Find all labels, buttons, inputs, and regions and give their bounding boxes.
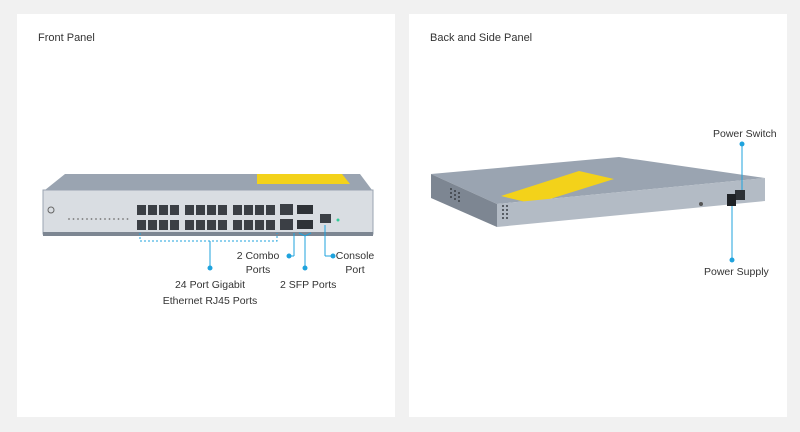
status-led: [72, 218, 75, 220]
console-callout-line1: Console: [335, 250, 375, 262]
rj45-bracket: [139, 233, 278, 242]
rj45-port: [185, 205, 194, 215]
sfp-callout: 2 SFP Ports: [280, 278, 336, 292]
rj45-port: [148, 205, 157, 215]
rj45-port: [185, 220, 194, 230]
front-switch-diagram: [42, 174, 374, 271]
rj45-port: [137, 205, 146, 215]
sfp-callout-line1: 2 SFP Ports: [280, 279, 337, 291]
power-switch-callout-line1: Power Switch: [713, 128, 777, 140]
combo-port-group: [280, 204, 293, 230]
rj45-port: [170, 220, 179, 230]
power-switch-callout: Power Switch: [713, 127, 777, 141]
combo-callout-dot: [286, 253, 292, 259]
led-row: [68, 218, 129, 220]
rj45-port: [196, 205, 205, 215]
combo-callout: 2 Combo Ports: [231, 249, 285, 277]
combo-callout-line2: Ports: [245, 264, 271, 276]
rj45-port: [244, 205, 253, 215]
rj45-port: [137, 220, 146, 230]
status-led: [77, 218, 79, 220]
rj45-port: [255, 220, 264, 230]
rj45-port: [244, 220, 253, 230]
rj45-port-group: [137, 205, 275, 230]
sfp-port: [297, 205, 313, 214]
power-led: [336, 218, 340, 222]
status-led: [104, 218, 106, 220]
sfp-port: [297, 220, 313, 229]
console-callout: Console Port: [332, 249, 378, 277]
front-panel-card: Front Panel: [17, 14, 395, 417]
rj45-port: [255, 205, 264, 215]
switch-back-face: [497, 178, 765, 227]
combo-callout-line1: 2 Combo: [236, 250, 280, 262]
status-led: [113, 218, 115, 220]
rj45-port: [218, 220, 227, 230]
side-vent-left: [450, 188, 460, 202]
status-led: [126, 218, 129, 220]
sfp-callout-dot: [302, 265, 308, 271]
switch-back-sticker: [501, 171, 614, 204]
rj45-port: [266, 220, 275, 230]
status-led: [108, 218, 111, 220]
console-callout-line2: Port: [345, 264, 365, 276]
switch-logo-icon: [47, 206, 55, 214]
rj45-port: [159, 205, 168, 215]
rj45-callout: 24 Port Gigabit Ethernet RJ45 Ports: [155, 278, 265, 308]
status-led: [86, 218, 88, 220]
switch-back-side: [431, 174, 497, 227]
sfp-port-group: [297, 205, 313, 229]
combo-port: [280, 219, 293, 230]
ground-screw-icon: [699, 202, 703, 206]
power-supply-callout-line1: Power Supply: [704, 266, 769, 278]
status-led: [81, 218, 84, 220]
status-led: [117, 218, 120, 220]
rj45-port: [266, 205, 275, 215]
rj45-port: [218, 205, 227, 215]
rj45-callout-line1: 24 Port Gigabit: [174, 279, 246, 291]
console-callout-dot: [330, 253, 336, 259]
power-switch: [735, 190, 745, 200]
rj45-callout-line2: Ethernet RJ45 Ports: [162, 295, 258, 307]
console-port: [320, 214, 331, 223]
rj45-port: [233, 220, 242, 230]
power-supply-callout-dot: [729, 257, 735, 263]
power-inlet: [727, 194, 736, 206]
front-panel-title: Front Panel: [38, 32, 95, 44]
status-led: [90, 218, 93, 220]
rj45-port: [170, 205, 179, 215]
rj45-port: [196, 220, 205, 230]
back-panel-card: Back and Side Panel Power Swit: [409, 14, 787, 417]
rj45-port: [159, 220, 168, 230]
rj45-callout-dot: [207, 265, 213, 271]
back-switch-diagram: [431, 141, 765, 263]
rj45-port: [148, 220, 157, 230]
status-led: [95, 218, 97, 220]
rj45-port: [207, 205, 216, 215]
back-panel-title: Back and Side Panel: [430, 32, 533, 44]
rj45-port: [207, 220, 216, 230]
power-supply-callout: Power Supply: [704, 265, 769, 279]
back-vent: [502, 205, 508, 219]
rj45-port: [233, 205, 242, 215]
switch-front-sticker: [257, 174, 350, 184]
status-led: [68, 218, 70, 220]
status-led: [99, 218, 102, 220]
combo-port: [280, 204, 293, 215]
status-led: [122, 218, 124, 220]
